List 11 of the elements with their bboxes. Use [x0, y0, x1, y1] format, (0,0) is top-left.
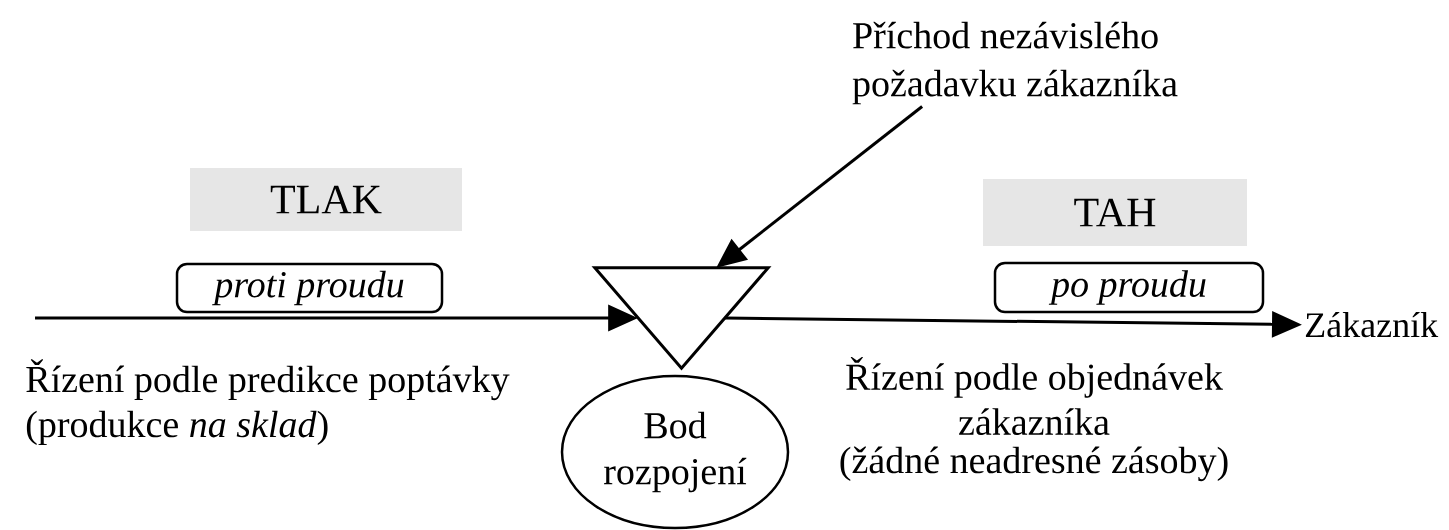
description-text: (produkce na sklad)	[26, 410, 328, 446]
rounded-label-box: proti proudu	[175, 262, 444, 314]
rounded-label-box: po proudu	[993, 261, 1265, 314]
annotation-text: Příchod nezávislého požadavku zákazníka	[852, 21, 1178, 105]
description-text: Řízení podle objednávek zákazníka	[846, 357, 1223, 435]
description-text: Řízení podle predikce poptávky	[26, 359, 510, 401]
ellipse-node: Bod rozpojení	[560, 374, 790, 530]
description-text: (žádné neadresné zásoby)	[840, 446, 1228, 482]
heading-box: TAH	[983, 179, 1247, 246]
heading-box: TLAK	[190, 168, 462, 231]
endpoint-text: Zákazník	[1305, 311, 1439, 338]
